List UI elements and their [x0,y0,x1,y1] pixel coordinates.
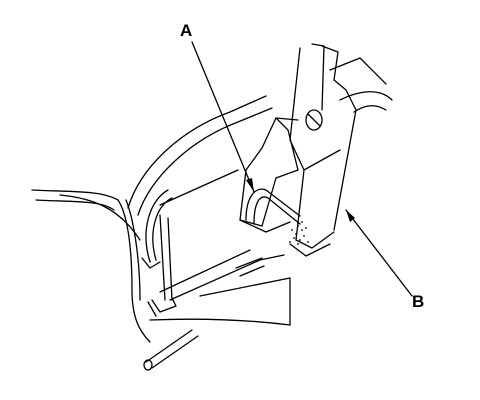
callout-label-b: B [412,292,425,311]
spring-clip [141,189,177,317]
body-panel-outline [31,189,151,343]
bracket-panel [127,95,291,326]
callout-leaders [191,41,413,297]
cable-end-hook [245,188,301,225]
leader-b [345,209,413,297]
callout-label-a: A [180,21,193,40]
pliers-tool [289,43,393,257]
guide-pin [143,257,265,371]
leader-a [191,41,255,193]
leader-a-arrowhead [246,178,254,192]
lever-bracket [239,117,299,233]
pliers-jaw-stipple [289,221,309,245]
leader-b-arrowhead [346,210,355,222]
